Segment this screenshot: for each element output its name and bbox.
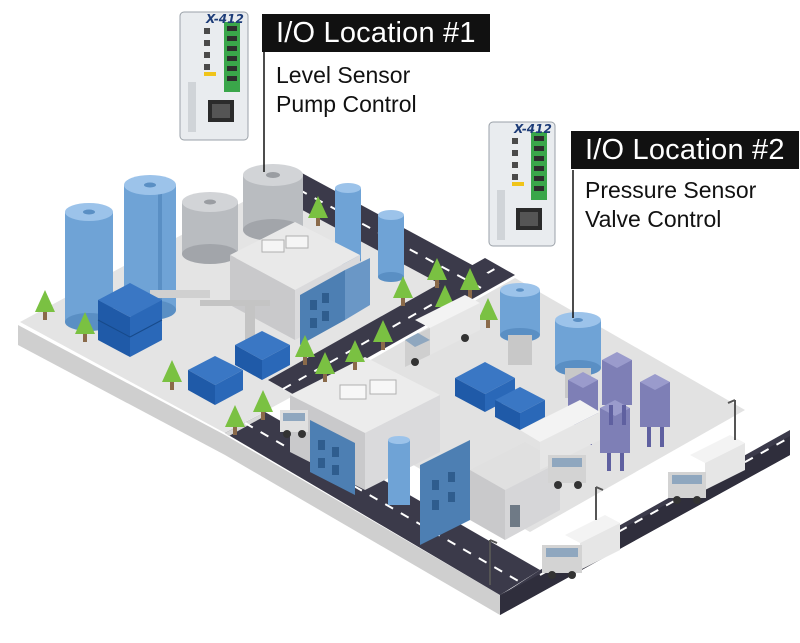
tree-icon xyxy=(308,196,328,226)
building-icon xyxy=(290,357,560,545)
building-icon xyxy=(150,222,370,345)
callout-title: I/O Location #1 xyxy=(262,14,490,52)
crate-icon xyxy=(97,283,163,357)
tree-icon xyxy=(427,258,447,288)
callout-line: Pressure Sensor xyxy=(585,177,757,203)
tank-icon xyxy=(182,192,238,264)
truck-icon xyxy=(405,295,480,367)
truck-icon xyxy=(668,435,745,504)
device-logo-1: X-412 xyxy=(206,12,244,26)
tree-icon xyxy=(373,320,393,350)
tree-icon xyxy=(478,298,498,328)
truck-icon xyxy=(280,410,308,438)
tree-icon xyxy=(393,276,413,306)
tree-icon xyxy=(225,405,245,435)
crate-icon xyxy=(455,362,515,412)
device-logo-2: X-412 xyxy=(514,122,552,136)
tank-icon xyxy=(378,210,404,282)
tank-icon xyxy=(555,312,601,398)
crate-icon xyxy=(495,387,545,430)
tree-icon xyxy=(460,268,480,298)
io-module-icon xyxy=(488,121,556,247)
tree-icon xyxy=(35,290,55,320)
callout-title: I/O Location #2 xyxy=(571,131,799,169)
trees xyxy=(35,196,498,435)
tree-icon xyxy=(253,390,273,420)
callout-line: Pump Control xyxy=(276,91,417,117)
crate-icon xyxy=(235,331,290,380)
crate-icon xyxy=(188,356,243,405)
pressure-tanks xyxy=(500,283,601,398)
callout-line: Level Sensor xyxy=(276,62,411,88)
truck-icon xyxy=(520,400,600,489)
callout-line: Valve Control xyxy=(585,206,722,232)
tree-icon xyxy=(295,335,315,365)
tree-icon xyxy=(75,312,95,342)
tank-icon xyxy=(500,283,540,365)
truck-icon xyxy=(542,515,620,579)
tree-icon xyxy=(162,360,182,390)
tree-icon xyxy=(345,340,365,370)
io-module-icon xyxy=(179,11,249,141)
tree-icon xyxy=(315,352,335,382)
street-lamp-icon xyxy=(489,399,736,585)
